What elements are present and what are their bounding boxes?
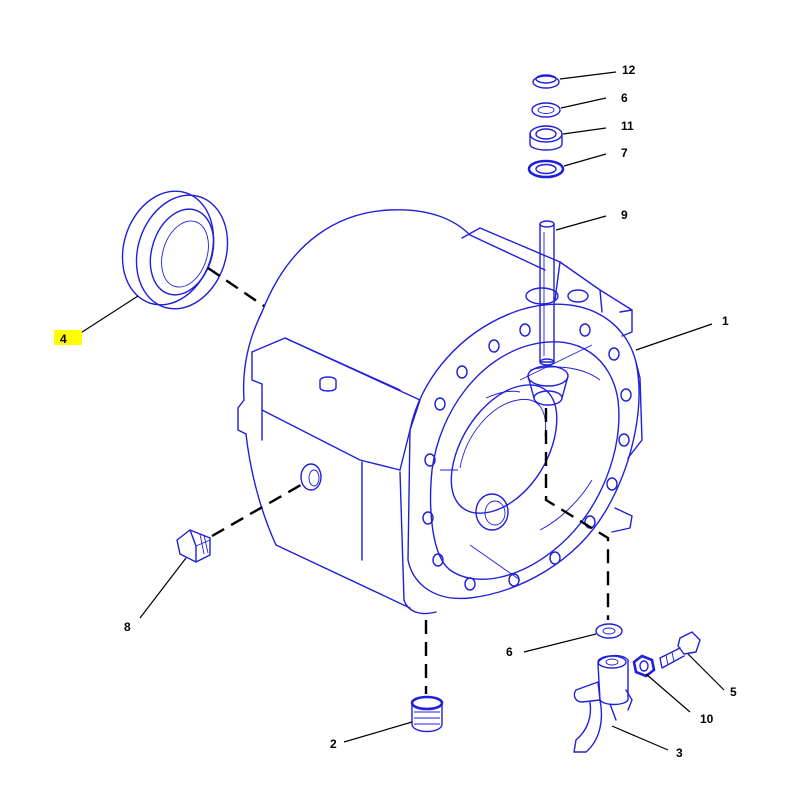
ring-seal-part-4[interactable] <box>108 179 242 321</box>
washer-part-6-bottom[interactable] <box>595 623 623 639</box>
callout-6-top[interactable]: 6 <box>621 91 628 105</box>
callout-7[interactable]: 7 <box>621 146 628 160</box>
washer-part-6-top[interactable] <box>531 102 561 118</box>
leader-lines <box>75 71 725 751</box>
snap-ring-part-12[interactable] <box>532 74 560 89</box>
plug-part-8[interactable] <box>176 529 211 563</box>
seal-part-7[interactable] <box>527 159 565 179</box>
nut-part-10[interactable] <box>632 654 656 678</box>
callout-highlight <box>54 330 82 345</box>
shift-fork-part-3[interactable] <box>573 654 633 753</box>
callout-3[interactable]: 3 <box>676 746 683 760</box>
callout-5[interactable]: 5 <box>730 685 737 699</box>
callout-labels: 4 12 6 11 7 9 1 8 2 6 5 10 3 <box>54 63 737 760</box>
shaft-part-9[interactable] <box>539 220 555 366</box>
flange-bolt-holes <box>422 323 632 591</box>
housing-part-1[interactable] <box>237 209 643 615</box>
callout-4[interactable]: 4 <box>60 332 67 346</box>
callout-8[interactable]: 8 <box>124 620 131 634</box>
bearing-part-11[interactable] <box>529 125 563 151</box>
callout-10[interactable]: 10 <box>700 712 714 726</box>
callout-6-bottom[interactable]: 6 <box>506 645 513 659</box>
callout-12[interactable]: 12 <box>622 63 636 77</box>
callout-11[interactable]: 11 <box>621 119 634 133</box>
assembly-dashed-lines <box>207 267 610 694</box>
drain-plug-part-2[interactable] <box>410 695 444 733</box>
callout-9[interactable]: 9 <box>621 208 628 222</box>
bolt-part-5[interactable] <box>659 631 701 669</box>
callout-2[interactable]: 2 <box>330 737 337 751</box>
callout-1[interactable]: 1 <box>722 314 729 328</box>
